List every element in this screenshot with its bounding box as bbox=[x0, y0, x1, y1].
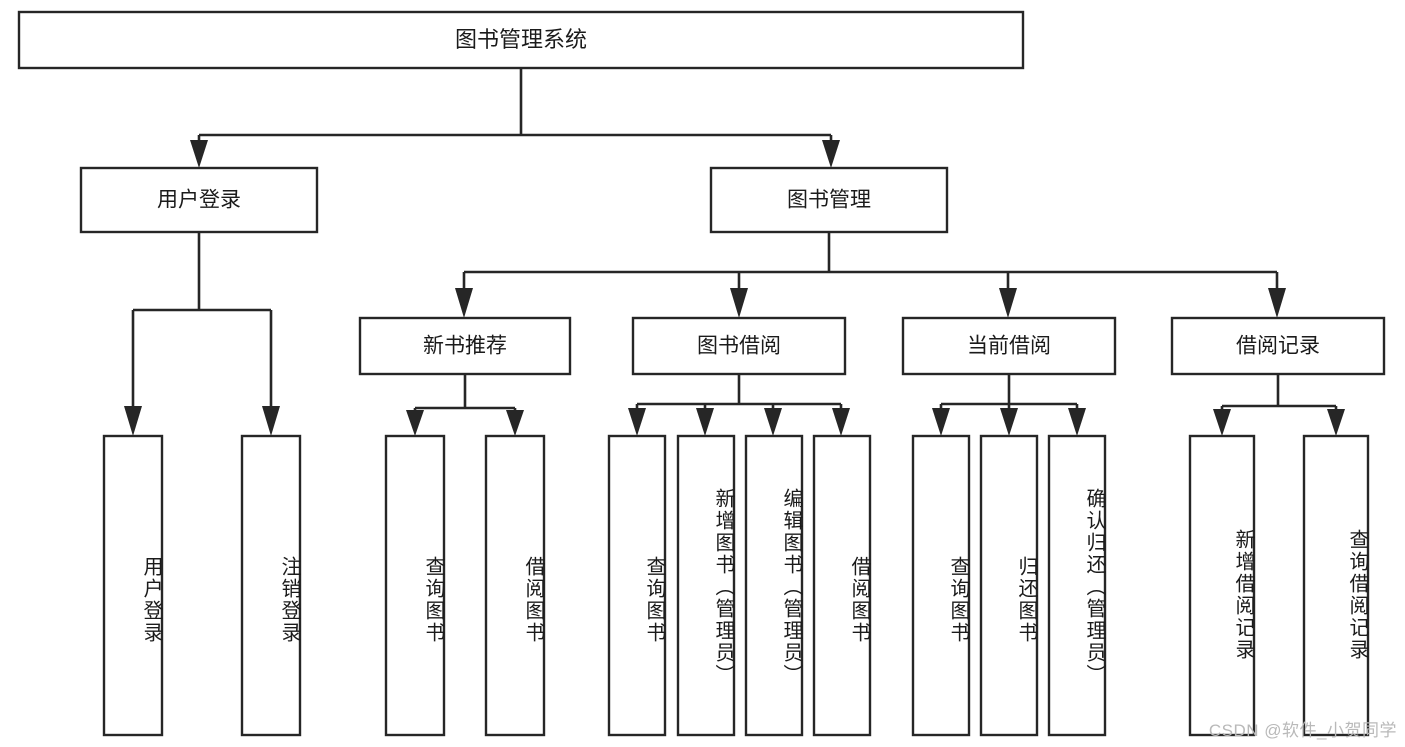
arrow-bb-leaf-4 bbox=[832, 408, 850, 436]
arrow-to-book-manage bbox=[822, 140, 840, 168]
leaf-box-nb-borrow-book[interactable] bbox=[484, 434, 546, 737]
new-book-label: 新书推荐 bbox=[423, 335, 507, 358]
leaf-box-bb-edit-book[interactable] bbox=[744, 434, 804, 737]
arrow-to-leaf-logout bbox=[262, 406, 280, 436]
node-user-login[interactable]: 用户登录 bbox=[79, 166, 319, 234]
leaf-box-bb-query-book[interactable] bbox=[607, 434, 667, 737]
arrow-bb-leaf-3 bbox=[764, 408, 782, 436]
connector-new-book-to-leaves bbox=[406, 374, 524, 436]
arrow-cb-leaf-3 bbox=[1068, 408, 1086, 436]
root-box-shape bbox=[17, 10, 1025, 70]
new-book-box-shape bbox=[358, 316, 572, 376]
leaf-box-br-add-record[interactable] bbox=[1188, 434, 1256, 737]
current-borrow-box-shape bbox=[901, 316, 1117, 376]
connector-current-borrow-to-leaves bbox=[932, 374, 1086, 436]
connector-book-manage-to-level3 bbox=[455, 232, 1286, 318]
arrow-cb-leaf-1 bbox=[932, 408, 950, 436]
user-login-box-shape bbox=[79, 166, 319, 234]
arrow-br-leaf-1 bbox=[1213, 409, 1231, 436]
arrow-to-borrow-record bbox=[1268, 288, 1286, 318]
node-borrow-record[interactable]: 借阅记录 bbox=[1170, 316, 1386, 376]
arrow-to-current-borrow bbox=[999, 288, 1017, 318]
leaf-box-cb-return-book[interactable] bbox=[979, 434, 1039, 737]
leaf-box-logout[interactable] bbox=[240, 434, 302, 737]
connector-root-to-level2 bbox=[190, 68, 840, 168]
arrow-nb-leaf-2 bbox=[506, 410, 524, 436]
arrow-br-leaf-2 bbox=[1327, 409, 1345, 436]
leaf-box-cb-confirm-return[interactable] bbox=[1047, 434, 1107, 737]
node-book-manage[interactable]: 图书管理 bbox=[709, 166, 949, 234]
book-borrow-label: 图书借阅 bbox=[697, 335, 781, 358]
arrow-to-book-borrow bbox=[730, 288, 748, 318]
arrow-to-new-book bbox=[455, 288, 473, 318]
user-login-label: 用户登录 bbox=[157, 189, 241, 212]
leaf-box-nb-query-book[interactable] bbox=[384, 434, 446, 737]
arrow-bb-leaf-2 bbox=[696, 408, 714, 436]
node-current-borrow[interactable]: 当前借阅 bbox=[901, 316, 1117, 376]
leaf-box-bb-borrow-book[interactable] bbox=[812, 434, 872, 737]
connector-book-borrow-to-leaves bbox=[628, 374, 850, 436]
arrow-to-user-login bbox=[190, 140, 208, 168]
leaf-box-bb-add-book[interactable] bbox=[676, 434, 736, 737]
leaf-box-user-login[interactable] bbox=[102, 434, 164, 737]
connector-borrow-record-to-leaves bbox=[1213, 374, 1345, 436]
root-label: 图书管理系统 bbox=[455, 27, 587, 52]
leaf-box-br-query-record[interactable] bbox=[1302, 434, 1370, 737]
node-new-book-recommend[interactable]: 新书推荐 bbox=[358, 316, 572, 376]
borrow-record-label: 借阅记录 bbox=[1236, 335, 1320, 358]
leaf-box-cb-query-book[interactable] bbox=[911, 434, 971, 737]
csdn-watermark: CSDN @软件_小贺同学 bbox=[1208, 721, 1397, 740]
node-book-borrow[interactable]: 图书借阅 bbox=[631, 316, 847, 376]
arrow-to-leaf-user-login bbox=[124, 406, 142, 436]
book-manage-label: 图书管理 bbox=[787, 189, 871, 212]
current-borrow-label: 当前借阅 bbox=[967, 335, 1051, 358]
node-root-system[interactable]: 图书管理系统 bbox=[17, 10, 1025, 70]
arrow-cb-leaf-2 bbox=[1000, 408, 1018, 436]
arrow-nb-leaf-1 bbox=[406, 410, 424, 436]
arrow-bb-leaf-1 bbox=[628, 408, 646, 436]
connector-user-login-to-leaves bbox=[124, 232, 280, 436]
